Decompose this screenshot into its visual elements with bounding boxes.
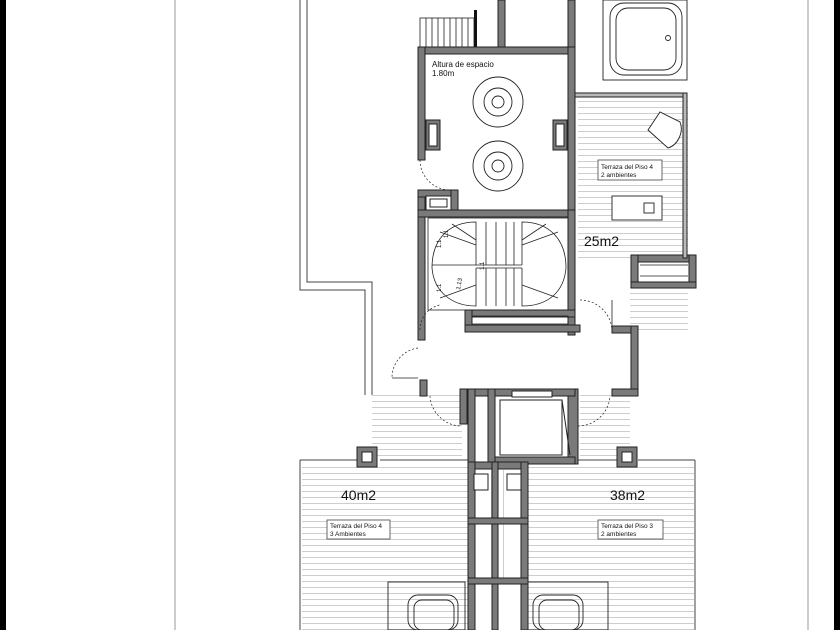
jacuzzi-bottom-right — [527, 581, 609, 630]
terrace-top-label-line2: 2 ambientes — [601, 172, 637, 179]
terrace-left-label-line1: Terraza del Piso 4 — [330, 523, 382, 530]
deck-bottom-right — [528, 462, 694, 630]
space-height-title: Altura de espacio — [432, 60, 494, 69]
right-frame-bar — [834, 0, 840, 630]
shaft-circles — [472, 76, 524, 192]
column-blocks — [356, 119, 638, 491]
space-height-value: 1.80m — [432, 69, 455, 78]
upper-stair-rail — [474, 10, 477, 48]
stair-mark-4: 1.1 — [480, 261, 486, 270]
area-right: 38m2 — [610, 487, 645, 503]
area-top-right: 25m2 — [584, 233, 619, 249]
deck-middle-band — [372, 395, 462, 460]
deck-bottom-left — [302, 462, 468, 630]
terrace-top-label-box — [597, 159, 663, 181]
planter-right — [640, 264, 688, 277]
lounge-chair — [647, 111, 682, 149]
building-outline — [299, 0, 696, 630]
area-left: 40m2 — [341, 487, 376, 503]
central-stair — [427, 217, 569, 325]
stair-mark-2: 1.13 — [456, 277, 464, 290]
terrace-left-label-line2: 3 Ambientes — [330, 531, 367, 538]
jacuzzi-bottom-left — [387, 581, 466, 630]
terrace-left-label-box — [326, 519, 391, 540]
stair-mark-1: 1.1 — [437, 239, 443, 248]
door-swings — [391, 159, 613, 427]
terrace-right-label-line1: Terraza del Piso 3 — [601, 523, 653, 530]
terrace-right-label-box — [597, 519, 664, 540]
upper-stair — [419, 17, 475, 49]
deck-right-strip — [630, 285, 688, 335]
elevator — [499, 390, 571, 456]
terrace-right-label-line2: 2 ambientes — [601, 531, 637, 538]
jacuzzi-top — [602, 0, 688, 81]
door-leaves — [392, 189, 613, 379]
stair-mark-3: 1.1 — [437, 283, 443, 292]
terrace-top-label-line1: Terraza del Piso 4 — [601, 164, 653, 171]
outdoor-table — [611, 195, 663, 221]
left-frame-bar — [0, 0, 6, 630]
stair-mark-5: 1.1 — [444, 229, 450, 238]
